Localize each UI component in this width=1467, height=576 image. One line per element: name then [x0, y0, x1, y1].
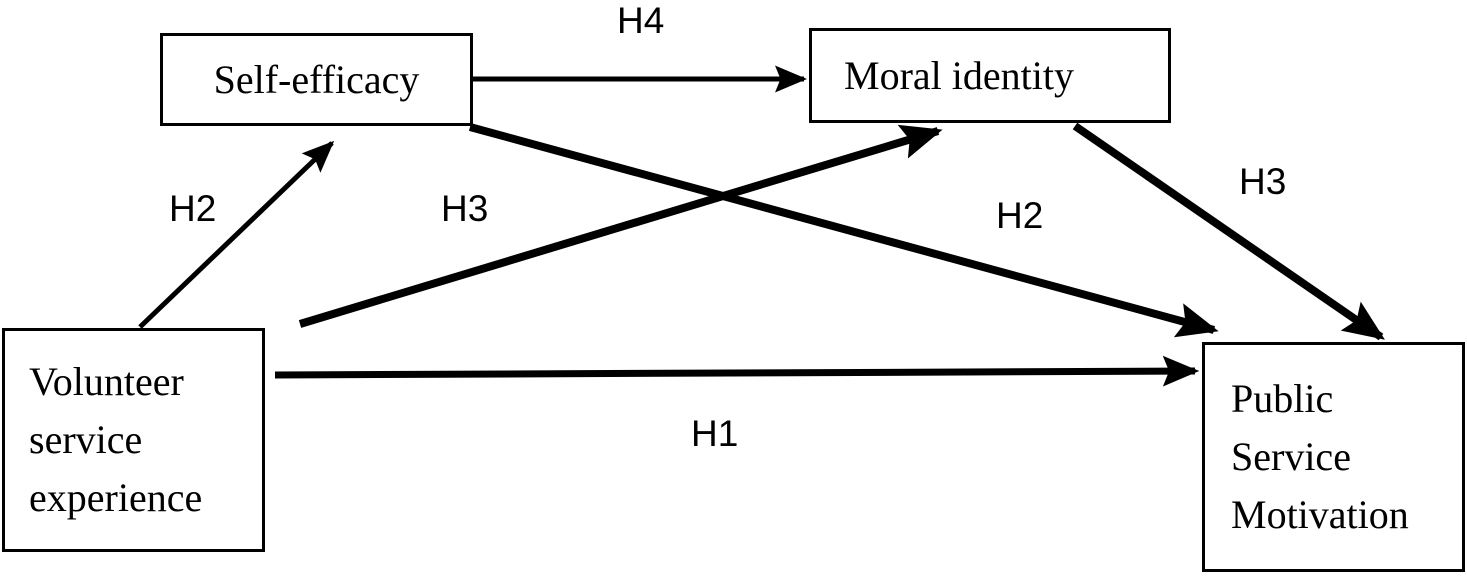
node-moral-identity[interactable]: Moral identity	[809, 28, 1171, 123]
edge-line-h1	[274, 355, 1200, 387]
edge-label-h2-left: H2	[169, 188, 217, 229]
edge-label-h2-right: H2	[996, 195, 1044, 236]
edge-h1-volunteer-to-psm	[274, 355, 1200, 387]
edge-line-h3-descending	[468, 123, 1219, 338]
edge-line-h2-ascending	[298, 124, 943, 328]
node-public-service-motivation-label: Public Service Motivation	[1231, 376, 1409, 537]
node-volunteer-service-experience-label: Volunteer service experience	[29, 359, 203, 520]
edge-label-h3-right: H3	[1239, 161, 1287, 202]
edge-h3-self-efficacy-to-psm	[468, 123, 1219, 338]
edge-h2-volunteer-to-self-efficacy	[138, 140, 335, 329]
node-self-efficacy-label: Self-efficacy	[213, 56, 420, 102]
edge-label-h4: H4	[617, 0, 665, 41]
edge-label-h1: H1	[691, 413, 739, 454]
node-volunteer-service-experience[interactable]: Volunteer service experience	[2, 328, 265, 552]
edge-h2-volunteer-to-moral-identity	[298, 124, 943, 328]
edge-line-h2-left	[138, 140, 335, 329]
node-self-efficacy[interactable]: Self-efficacy	[160, 33, 473, 126]
edge-line-h3-right	[1072, 122, 1385, 341]
node-moral-identity-label: Moral identity	[844, 52, 1074, 98]
edge-label-h3-left: H3	[441, 188, 489, 229]
edge-h3-moral-identity-to-psm	[1072, 122, 1385, 341]
node-public-service-motivation[interactable]: Public Service Motivation	[1202, 342, 1465, 572]
